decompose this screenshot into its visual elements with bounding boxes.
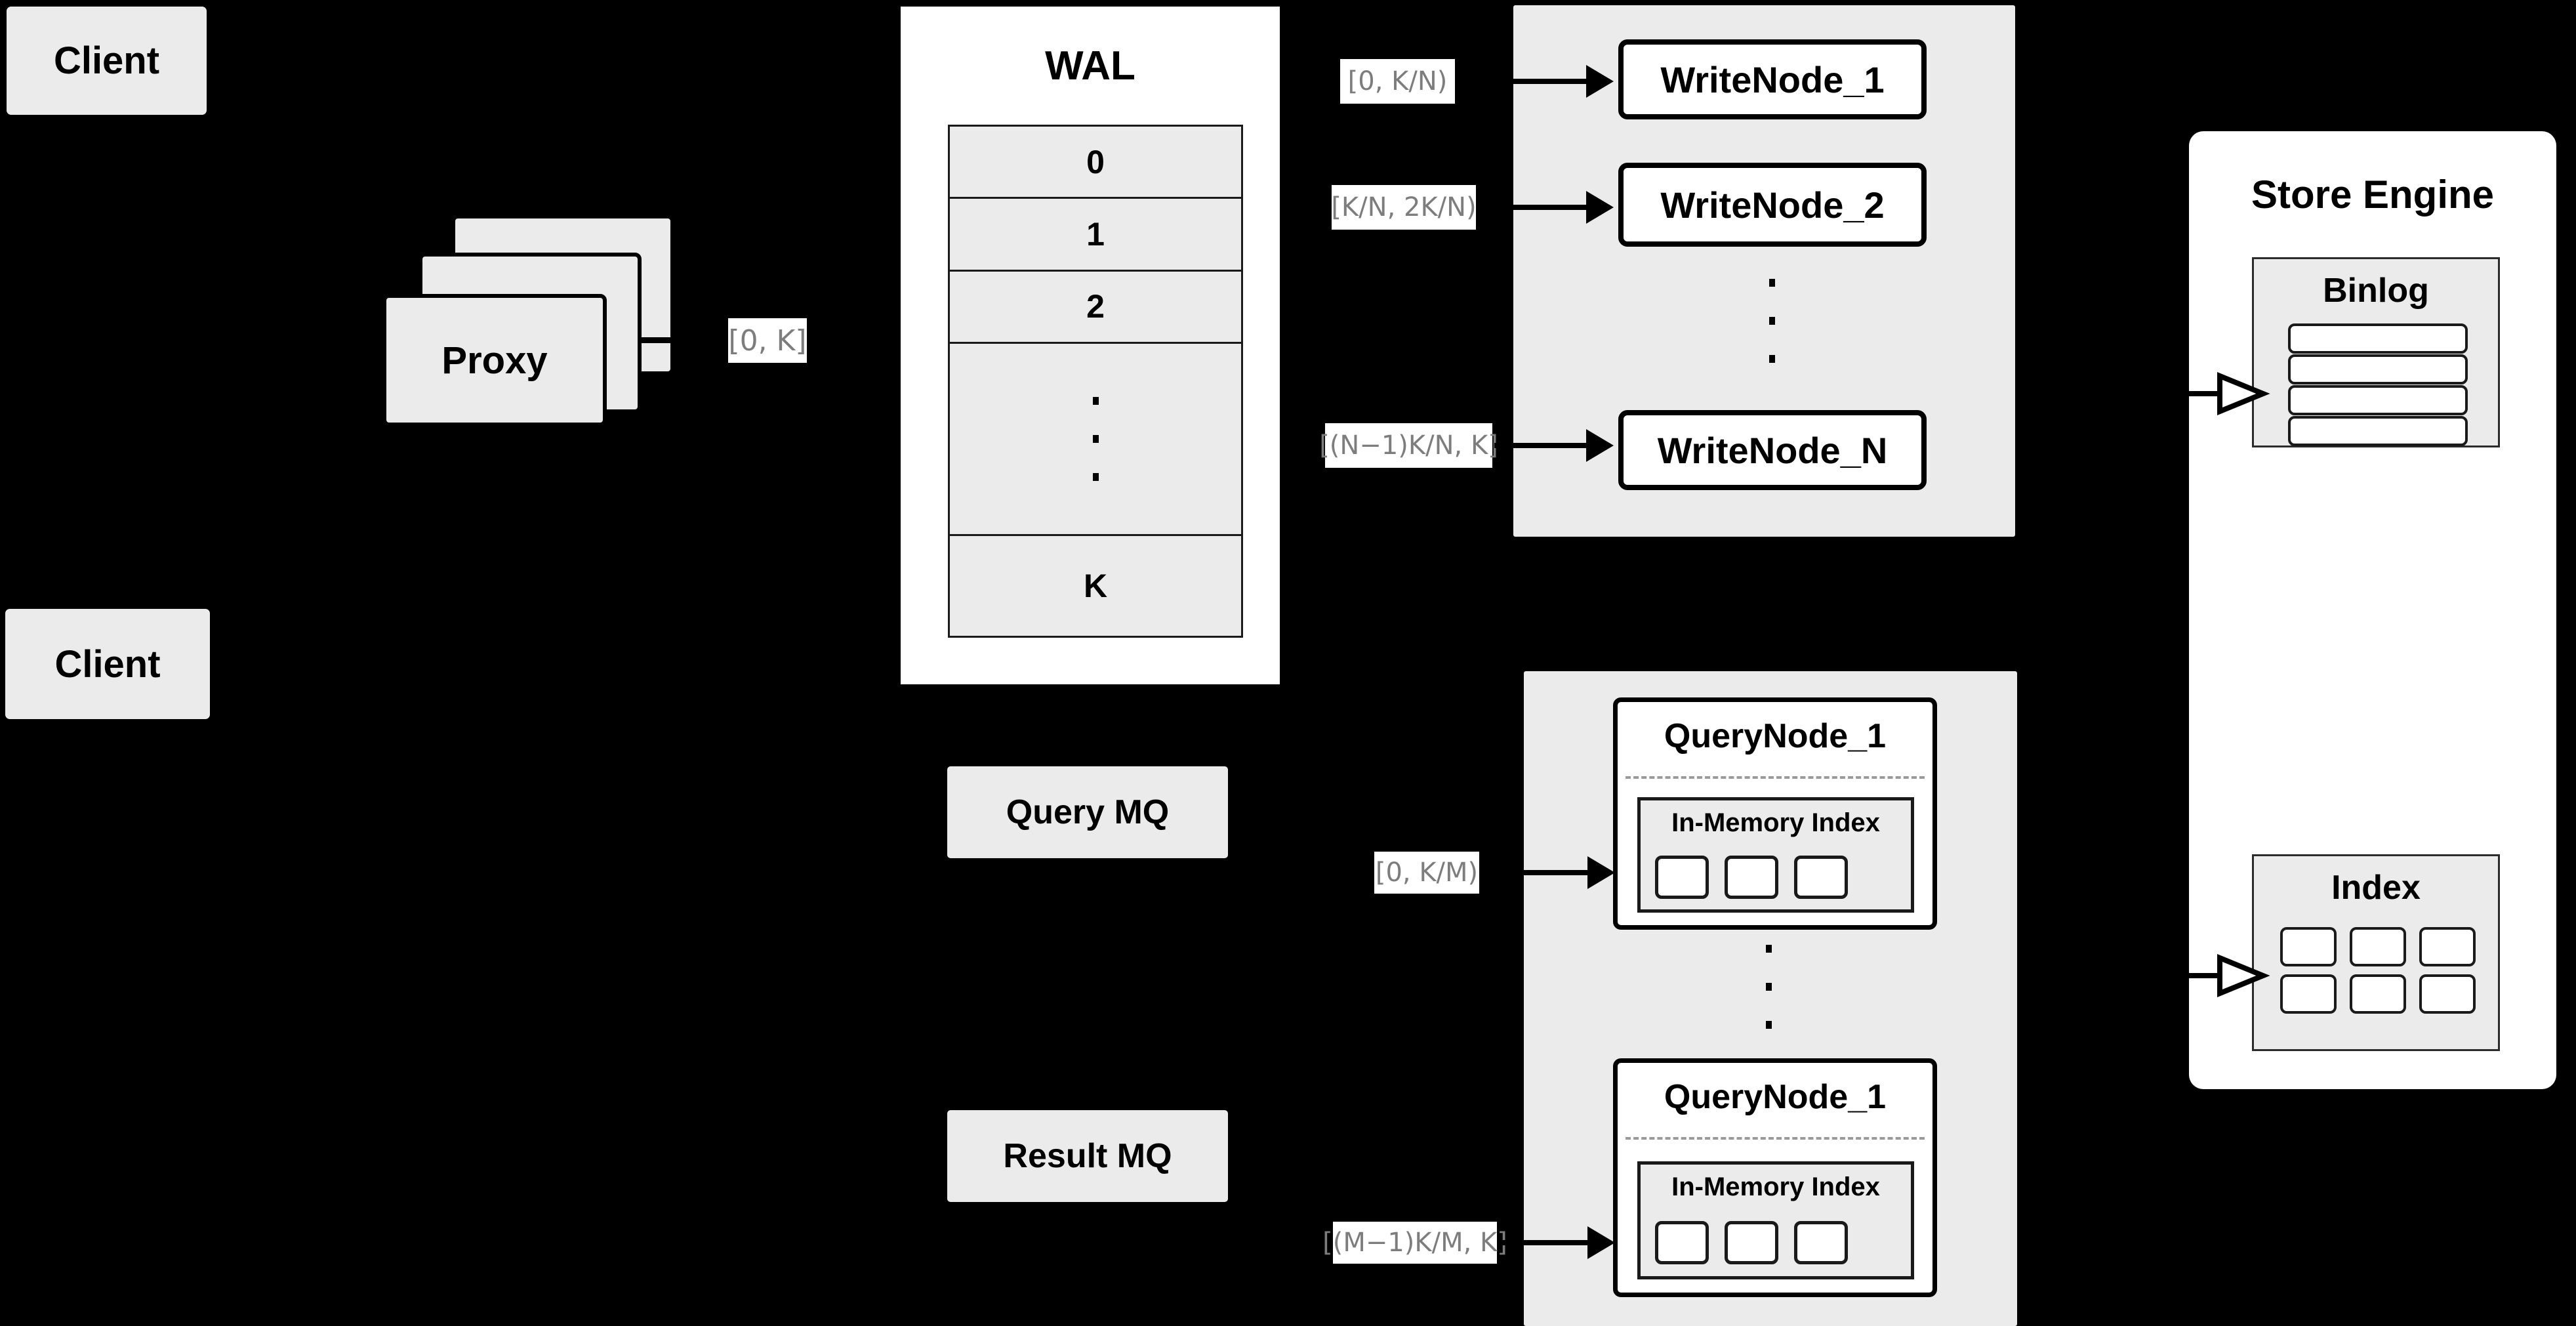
write-node-2-label: WriteNode_2 <box>1660 184 1885 226</box>
wal-title: WAL <box>1045 43 1135 89</box>
arrow-head-to-writenode-n <box>1586 429 1614 462</box>
index-slot[interactable] <box>1655 1221 1709 1264</box>
write-cluster-ellipsis <box>1769 279 1775 363</box>
proxy-node[interactable]: Proxy <box>382 294 607 426</box>
write-node-n[interactable]: WriteNode_N <box>1618 410 1927 490</box>
arrow-line-to-querynode-m <box>1499 1240 1593 1245</box>
index-title: Index <box>2331 869 2421 907</box>
query-mq-label: Query MQ <box>1006 793 1170 831</box>
index-slot[interactable] <box>1725 856 1778 899</box>
index-slot[interactable] <box>1794 856 1848 899</box>
index-slot[interactable] <box>2419 927 2476 966</box>
store-engine-panel: Store Engine Binlog Index <box>2189 131 2556 1089</box>
edge-label-wal-to-writenode-2: [K/N, 2K/N) <box>1331 185 1477 230</box>
vertical-dot-icon <box>1769 317 1775 325</box>
edge-label-mq-to-querynode-1: [0, K/M) <box>1374 852 1479 894</box>
arrow-head-to-writenode-2 <box>1586 191 1614 224</box>
binlog-slot[interactable] <box>2288 385 2468 415</box>
vertical-dot-icon <box>1766 945 1772 953</box>
wal-container: WAL 0 1 2 K <box>897 3 1283 688</box>
query-node-m[interactable]: QueryNode_1 In-Memory Index <box>1613 1058 1937 1297</box>
query-node-m-divider <box>1625 1137 1925 1140</box>
query-node-m-in-memory-index: In-Memory Index <box>1637 1161 1914 1279</box>
arrow-to-index <box>2186 954 2270 997</box>
edge-label-wal-to-writenode-1: [0, K/N) <box>1340 59 1455 104</box>
vertical-dot-icon <box>1766 1021 1772 1029</box>
wal-entry-row[interactable]: K <box>950 536 1241 636</box>
result-mq-node[interactable]: Result MQ <box>947 1110 1228 1202</box>
result-mq-label: Result MQ <box>1003 1137 1172 1175</box>
query-node-1-divider <box>1625 776 1925 779</box>
index-slot[interactable] <box>2280 974 2337 1014</box>
edge-label-mq-to-querynode-m: [(M−1)K/M, K] <box>1322 1222 1507 1264</box>
wal-entry-ellipsis <box>950 343 1241 537</box>
vertical-dot-icon <box>1092 397 1099 405</box>
query-node-1-in-memory-index: In-Memory Index <box>1637 797 1914 913</box>
index-panel: Index <box>2252 854 2500 1051</box>
index-slot[interactable] <box>2350 974 2406 1014</box>
arrow-head-to-writenode-1 <box>1586 65 1614 98</box>
query-node-1[interactable]: QueryNode_1 In-Memory Index <box>1613 697 1937 930</box>
binlog-panel: Binlog <box>2252 257 2500 447</box>
wal-entry-row[interactable]: 0 <box>950 127 1241 199</box>
wal-entry-row[interactable]: 2 <box>950 271 1241 344</box>
index-slot[interactable] <box>2350 927 2406 966</box>
client-node-2-label: Client <box>54 642 161 686</box>
write-node-1-label: WriteNode_1 <box>1660 58 1885 100</box>
index-slot[interactable] <box>1794 1221 1848 1264</box>
binlog-slot[interactable] <box>2288 354 2468 384</box>
query-node-m-in-memory-index-label: In-Memory Index <box>1671 1172 1880 1201</box>
vertical-dot-icon <box>1766 983 1772 991</box>
client-node-1[interactable]: Client <box>7 7 207 115</box>
arrow-line-to-writenode-2 <box>1479 205 1591 210</box>
write-node-2[interactable]: WriteNode_2 <box>1618 163 1927 247</box>
write-node-n-label: WriteNode_N <box>1657 429 1888 471</box>
client-node-2[interactable]: Client <box>5 609 210 719</box>
binlog-title: Binlog <box>2323 272 2429 310</box>
edge-label-wal-to-writenode-n: [(N−1)K/N, K] <box>1319 423 1498 468</box>
proxy-node-label: Proxy <box>441 339 548 382</box>
arrow-head-to-querynode-1 <box>1587 856 1615 889</box>
client-node-1-label: Client <box>53 39 160 82</box>
binlog-slot[interactable] <box>2288 323 2468 354</box>
arrow-line-to-writenode-n <box>1494 443 1591 448</box>
arrow-line-to-writenode-1 <box>1471 79 1591 84</box>
vertical-dot-icon <box>1092 473 1099 482</box>
index-slot[interactable] <box>1655 856 1709 899</box>
edge-label-proxy-to-wal: [0, K] <box>728 318 807 363</box>
arrow-line-to-querynode-1 <box>1481 870 1593 875</box>
index-slot[interactable] <box>2419 974 2476 1014</box>
query-node-1-in-memory-index-label: In-Memory Index <box>1671 808 1880 837</box>
arrow-to-binlog <box>2186 372 2270 415</box>
vertical-dot-icon <box>1092 435 1099 444</box>
arrow-head-to-querynode-m <box>1587 1226 1615 1259</box>
query-cluster-ellipsis <box>1766 945 1772 1029</box>
index-slot[interactable] <box>2280 927 2337 966</box>
proxy-connector-stub <box>642 337 672 343</box>
wal-entry-row[interactable]: 1 <box>950 199 1241 272</box>
index-slot[interactable] <box>1725 1221 1778 1264</box>
vertical-dot-icon <box>1769 279 1775 287</box>
query-mq-node[interactable]: Query MQ <box>947 766 1228 858</box>
store-engine-title: Store Engine <box>2251 173 2495 217</box>
query-node-1-label: QueryNode_1 <box>1664 717 1887 755</box>
wal-entry-list: 0 1 2 K <box>948 125 1243 638</box>
vertical-dot-icon <box>1769 355 1775 363</box>
write-node-1[interactable]: WriteNode_1 <box>1618 39 1927 119</box>
binlog-slot[interactable] <box>2288 416 2468 446</box>
query-node-m-label: QueryNode_1 <box>1664 1078 1887 1116</box>
